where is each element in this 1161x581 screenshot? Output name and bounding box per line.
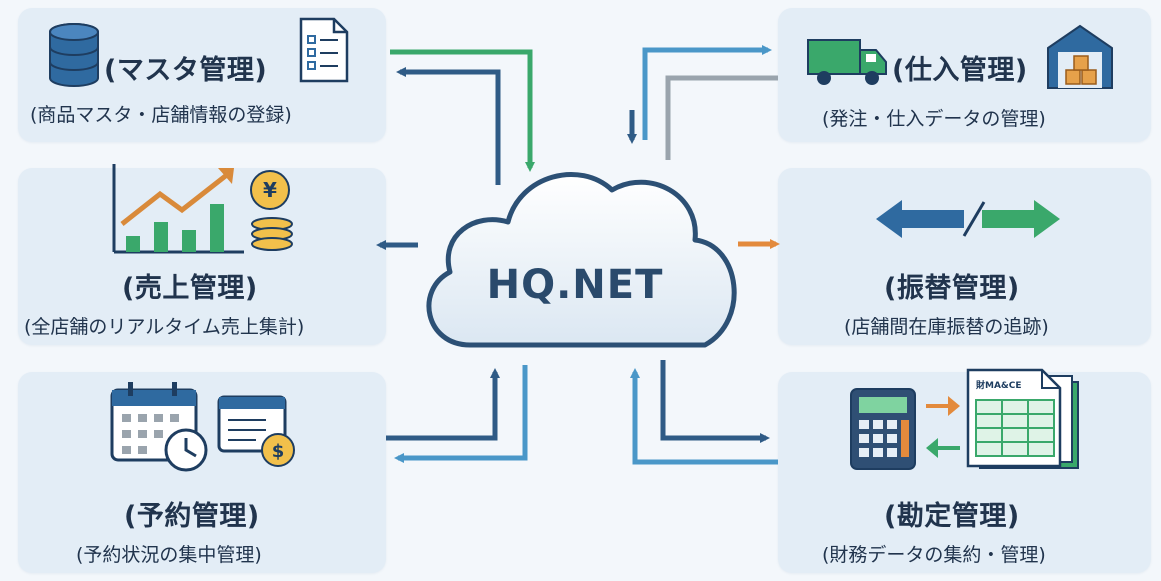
checklist-document-icon [299, 17, 349, 83]
transfer-title: (振替管理) [884, 273, 1020, 304]
cloud-label: HQ.NET [486, 262, 664, 308]
sales-title: (売上管理) [122, 273, 258, 304]
svg-text:$: $ [272, 441, 285, 462]
purchase-desc: (発注・仕入データの管理) [822, 108, 1046, 130]
reserve-title: (予約管理) [124, 501, 260, 532]
calendar-clock-icon [110, 382, 208, 472]
warehouse-icon [1047, 24, 1113, 89]
flow-arrow-to-purchase [642, 45, 772, 140]
account-card [778, 372, 1151, 573]
flow-arrow-from-account [630, 368, 778, 465]
transfer-arrows-icon [876, 200, 1060, 238]
cloud-shape [426, 172, 737, 348]
calculator-icon [850, 388, 916, 470]
database-icon [49, 23, 99, 87]
flow-arrow-from-reserve [386, 368, 500, 441]
yen-coins-icon: ¥ [250, 170, 293, 251]
svg-text:¥: ¥ [263, 178, 277, 202]
flow-arrow-to-reserve [394, 365, 528, 463]
truck-icon [807, 39, 887, 85]
svg-text:財MA&CE: 財MA&CE [975, 379, 1022, 391]
reserve-card [18, 372, 386, 573]
transfer-desc: (店舗間在庫振替の追跡) [844, 316, 1049, 338]
master-title: (マスタ管理) [104, 55, 268, 86]
sync-arrows-icon [926, 396, 960, 458]
reserve-desc: (予約状況の集中管理) [76, 544, 262, 566]
flow-arrow-from-purchase [665, 75, 778, 160]
transfer-card [778, 168, 1151, 345]
flow-arrow-to-account [660, 360, 770, 443]
growth-chart-icon [112, 164, 244, 254]
purchase-title: (仕入管理) [892, 55, 1028, 86]
account-desc: (財務データの集約・管理) [822, 544, 1046, 566]
flow-arrow-from-master [390, 49, 535, 172]
flow-arrow-to-master [396, 67, 501, 185]
spreadsheet-icon: 財MA&CE [966, 368, 1079, 469]
invoice-dollar-icon: $ [217, 395, 295, 467]
master-desc: (商品マスタ・店舗情報の登録) [30, 104, 292, 126]
sales-desc: (全店舗のリアルタイム売上集計) [24, 316, 305, 338]
account-title: (勘定管理) [884, 501, 1020, 532]
